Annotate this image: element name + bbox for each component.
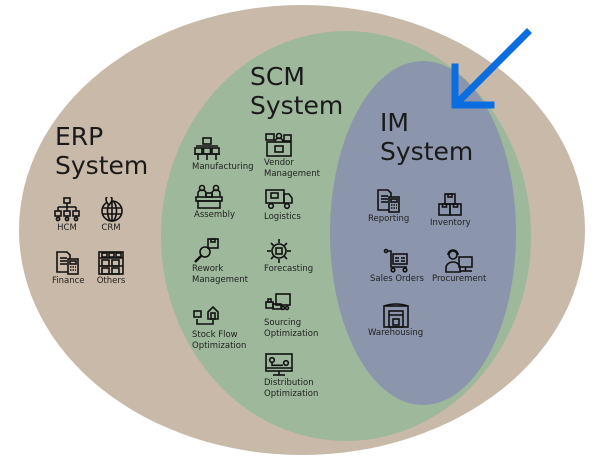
scm-item-forecasting-label: Forecasting (264, 264, 314, 274)
scm-item-rework-management: Rework Management (192, 238, 248, 286)
erp-item-crm-label: CRM (101, 223, 121, 233)
erp-item-hcm: HCM (52, 197, 82, 234)
im-item-sales-orders: Sales Orders (370, 248, 424, 285)
scm-item-distribution-optimization-label: Distribution Optimization (264, 378, 319, 399)
im-item-procurement-label: Procurement (432, 274, 487, 284)
im-item-inventory: Inventory (430, 192, 471, 229)
scm-item-stock-flow-optimization-label: Stock Flow Optimization (192, 330, 247, 351)
delivery-truck-icon (264, 186, 294, 212)
scm-item-rework-management-label: Rework Management (192, 264, 248, 285)
scm-item-assembly: Assembly (194, 184, 235, 221)
scm-item-sourcing-optimization-label: Sourcing Optimization (264, 318, 319, 339)
im-item-reporting: Reporting (368, 188, 409, 225)
im-title-line2: System (380, 137, 474, 166)
im-item-warehousing: Warehousing (368, 302, 423, 339)
erp-item-hcm-label: HCM (57, 223, 77, 233)
im-title-line1: IM (380, 108, 409, 137)
im-system-region (330, 61, 516, 405)
stacked-boxes-icon (435, 192, 465, 218)
operator-computer-icon (444, 248, 474, 274)
warehouse-door-icon (381, 302, 411, 328)
scm-item-logistics: Logistics (264, 186, 301, 223)
scm-item-manufacturing-label: Manufacturing (192, 162, 254, 172)
im-item-warehousing-label: Warehousing (368, 328, 424, 338)
arrow-down-left-icon (451, 28, 532, 109)
scm-item-vendor-management: Vendor Management (264, 132, 320, 180)
erp-item-finance: Finance (52, 250, 85, 287)
monitor-route-icon (264, 352, 294, 378)
im-item-reporting-label: Reporting (368, 214, 410, 224)
scm-item-stock-flow-optimization: Stock Flow Optimization (192, 304, 246, 352)
scm-item-forecasting: Forecasting (264, 238, 313, 275)
im-item-inventory-label: Inventory (430, 218, 471, 228)
scm-item-logistics-label: Logistics (264, 212, 301, 222)
org-chart-icon (52, 197, 82, 223)
production-line-icon (192, 136, 222, 162)
im-item-procurement: Procurement (432, 248, 486, 285)
vendor-counter-icon (264, 132, 294, 158)
erp-item-others-label: Others (96, 276, 126, 286)
shopping-cart-icon (382, 248, 412, 274)
scm-item-sourcing-optimization: Sourcing Optimization (264, 292, 318, 340)
im-item-sales-orders-label: Sales Orders (370, 274, 424, 284)
warehouse-shelves-icon (96, 250, 126, 276)
erp-item-others: Others (96, 250, 126, 287)
magnifier-box-icon (192, 238, 222, 264)
erp-system-title: ERP System (55, 122, 148, 180)
erp-title-line2: System (55, 151, 149, 180)
scm-item-manufacturing: Manufacturing (192, 136, 254, 173)
scm-item-distribution-optimization: Distribution Optimization (264, 352, 318, 400)
scm-system-title: SCM System (250, 62, 343, 120)
truck-boxes-icon (264, 292, 294, 318)
erp-title-line1: ERP (55, 122, 104, 151)
box-to-house-icon (192, 304, 222, 330)
erp-item-finance-label: Finance (52, 276, 85, 286)
im-system-title: IM System (380, 108, 473, 166)
erp-item-crm: CRM (96, 197, 126, 234)
scm-title-line1: SCM (250, 62, 305, 91)
scm-item-vendor-management-label: Vendor Management (264, 158, 320, 179)
document-calculator-icon (374, 188, 404, 214)
assembly-workers-icon (194, 184, 224, 210)
globe-location-icon (96, 197, 126, 223)
gear-box-icon (264, 238, 294, 264)
document-calculator-icon (53, 250, 83, 276)
scm-title-line2: System (250, 91, 344, 120)
scm-item-assembly-label: Assembly (194, 210, 235, 220)
